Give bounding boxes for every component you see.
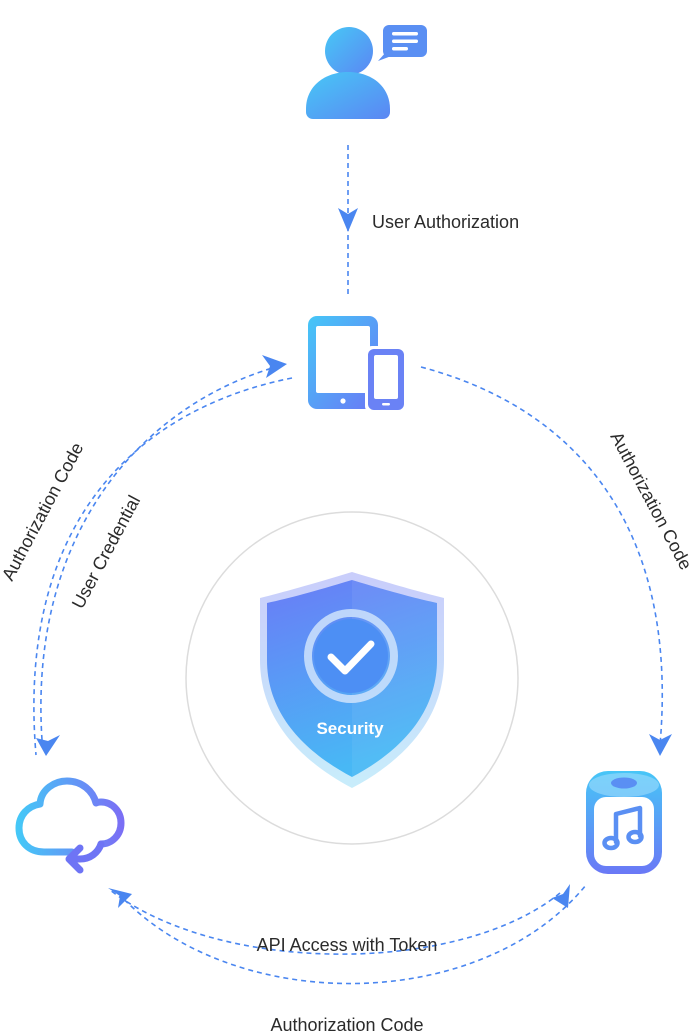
user-credential-label: User Credential	[68, 492, 144, 612]
user-credential-arrow	[40, 364, 284, 741]
auth-code-right-label: Authorization Code	[606, 428, 696, 573]
auth-code-bottom-label: Authorization Code	[270, 1015, 423, 1035]
music-note-icon	[613, 805, 643, 845]
tablet-phone-icon	[308, 316, 407, 413]
security-label: Security	[316, 719, 384, 738]
checkmark-icon	[327, 640, 375, 675]
user-chat-icon	[306, 25, 427, 119]
auth-code-left-label: Authorization Code	[0, 439, 87, 584]
auth-code-bottom-arrowhead	[552, 884, 570, 908]
api-access-arrowhead	[108, 888, 132, 908]
auth-code-right-arrow	[420, 366, 664, 746]
security-ring	[185, 511, 519, 845]
api-access-label: API Access with Token	[257, 935, 438, 955]
user-authorization-arrowhead	[338, 208, 358, 232]
security-shield-icon	[260, 572, 444, 788]
smart-speaker-music-icon	[586, 771, 662, 874]
api-access-arrow	[109, 889, 561, 955]
auth-code-left-arrow	[33, 377, 293, 756]
cloud-sync-icon	[15, 777, 125, 874]
user-authorization-label: User Authorization	[372, 212, 519, 232]
auth-code-right-arrowhead	[649, 734, 672, 756]
auth-code-left-arrowhead	[36, 735, 60, 756]
user-credential-arrowhead	[262, 355, 287, 378]
